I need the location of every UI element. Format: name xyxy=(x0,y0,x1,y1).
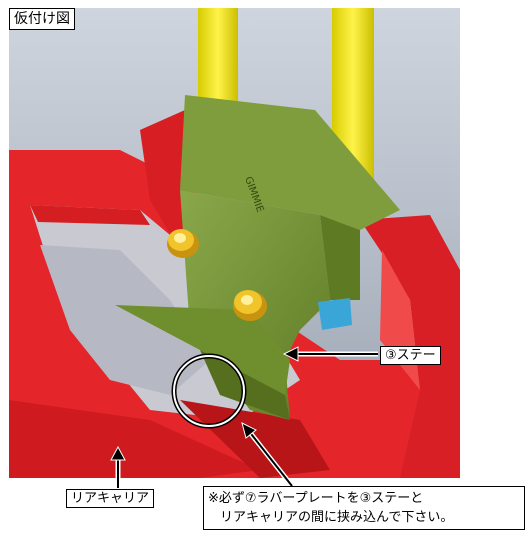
highlight-circle-outline xyxy=(173,355,245,427)
carrier-arrow xyxy=(110,445,126,488)
rear-carrier-label: リアキャリア xyxy=(66,489,155,508)
stay-label: ③ステー xyxy=(380,346,441,365)
note-line-1: ※必ず⑦ラバープレートを③ステーと xyxy=(208,491,424,506)
note-line-2: リアキャリアの間に挟み込んで下さい。 xyxy=(220,510,454,525)
installation-note: ※必ず⑦ラバープレートを③ステーと リアキャリアの間に挟み込んで下さい。 xyxy=(203,486,525,530)
diagram-title: 仮付け図 xyxy=(9,8,75,30)
bolt-upper xyxy=(167,229,199,258)
bolt-lower xyxy=(233,290,267,321)
rubber-plate xyxy=(318,298,352,330)
stay-arrow xyxy=(282,346,378,362)
note-arrow xyxy=(241,422,294,488)
